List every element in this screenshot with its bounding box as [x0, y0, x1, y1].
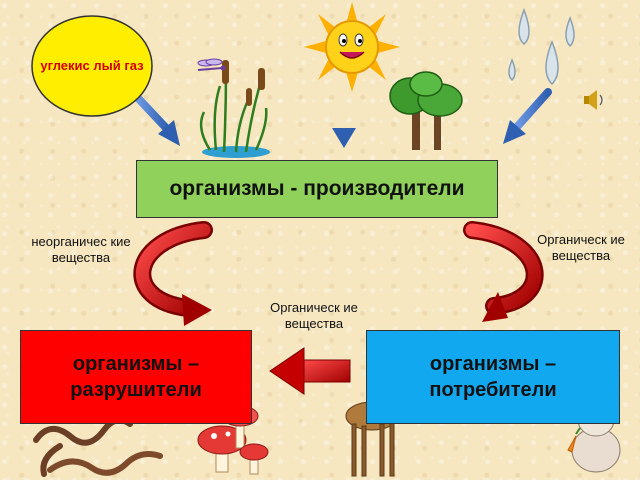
arrow-producers-to-consumers [463, 221, 544, 322]
organic-substances-right-label: Органическ ие вещества [537, 232, 625, 263]
carbon-dioxide-bubble [31, 15, 153, 117]
arrow-sun-to-producers [332, 90, 356, 148]
carbon-dioxide-label: углекис лый газ [40, 58, 144, 74]
dragonfly-icon [197, 58, 226, 71]
decomposers-box: организмы – разрушители [20, 330, 252, 424]
producers-box: организмы - производители [136, 160, 498, 218]
inorganic-substances-label: неорганичес кие вещества [31, 234, 131, 265]
arrow-gas-to-producers [132, 92, 180, 146]
reeds-icon [199, 60, 270, 158]
worms-icon [33, 417, 163, 477]
arrow-water-to-producers [503, 88, 552, 144]
consumers-box: организмы – потребители [366, 330, 620, 424]
trees-icon [389, 71, 463, 150]
organic-substances-middle-label: Органическ ие вещества [270, 300, 358, 331]
sun-icon [304, 2, 400, 92]
arrow-producers-to-decomposers [133, 221, 213, 326]
speaker-icon [584, 90, 603, 110]
water-drops-icon [508, 7, 575, 86]
arrow-consumers-to-decomposers [269, 347, 351, 395]
